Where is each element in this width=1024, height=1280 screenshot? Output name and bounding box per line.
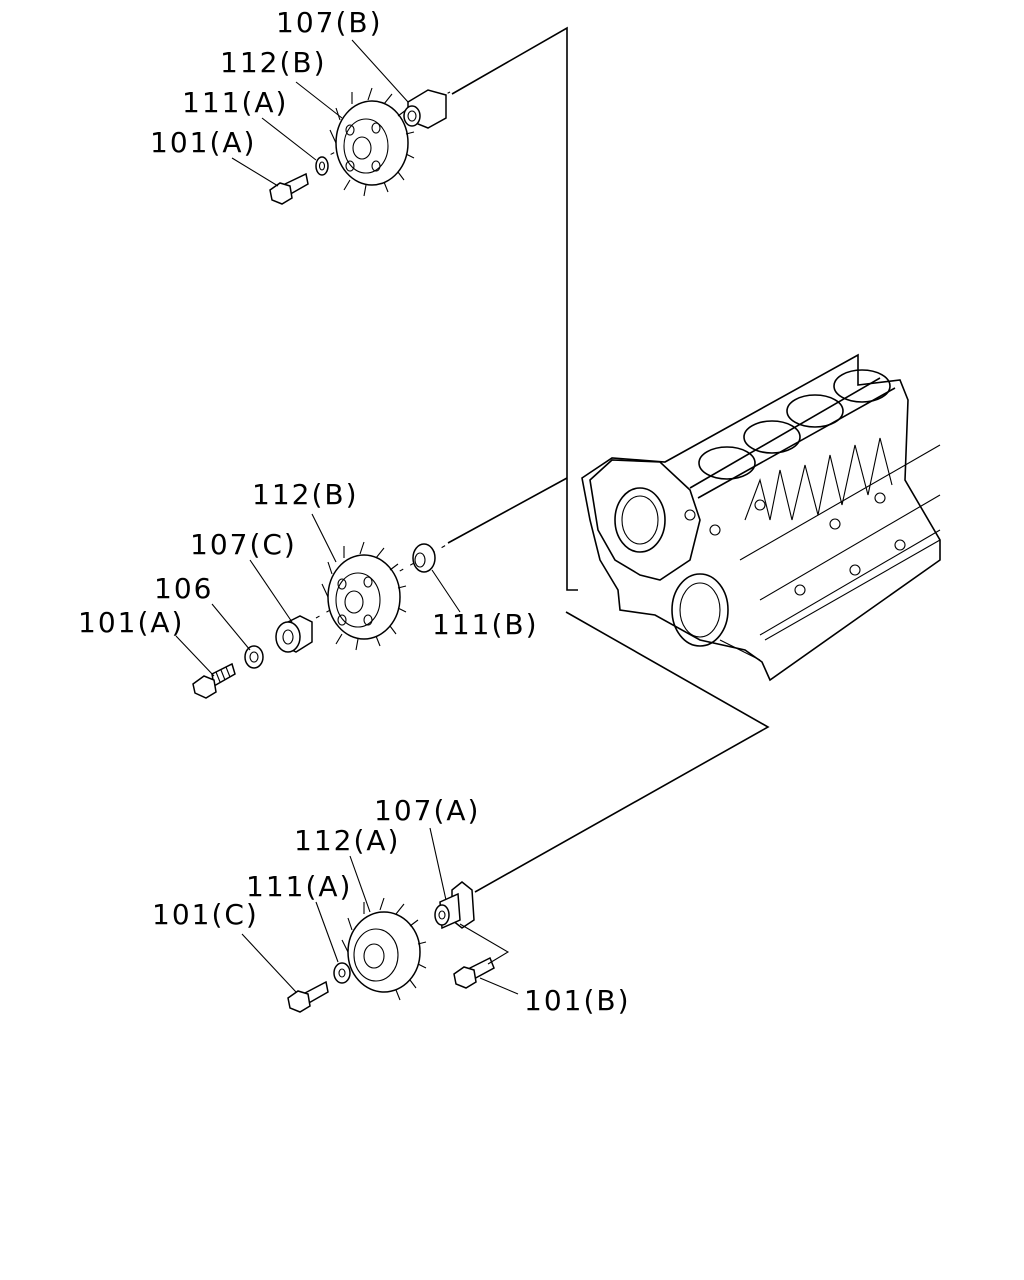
bolt-101a-top — [269, 172, 309, 205]
label-111a-top: 111(A) — [182, 86, 288, 119]
label-111b: 111(B) — [432, 608, 539, 641]
label-101a-mid: 101(A) — [78, 606, 184, 639]
top-gear-assembly — [231, 39, 447, 205]
washer-111b — [412, 543, 436, 573]
washer-111a-bot — [333, 962, 351, 984]
washer-106 — [244, 645, 264, 669]
bottom-gear-assembly — [241, 827, 519, 1013]
washer-111a-top — [315, 156, 329, 176]
label-101c: 101(C) — [152, 898, 259, 931]
gear-112b-top — [329, 87, 415, 197]
label-101b: 101(B) — [524, 984, 631, 1017]
middle-gear-assembly — [175, 513, 461, 699]
bolt-101a-mid — [192, 662, 236, 699]
label-106: 106 — [154, 572, 213, 605]
label-112b-mid: 112(B) — [252, 478, 359, 511]
bolt-101b — [453, 956, 495, 989]
label-112b-top: 112(B) — [220, 46, 327, 79]
bush-107b — [403, 89, 447, 129]
part-labels: 107(B) 112(B) 111(A) 101(A) 112(B) 107(C… — [78, 6, 631, 1017]
label-107b: 107(B) — [276, 6, 383, 39]
gear-112b-mid — [321, 541, 407, 651]
shaft-107a — [434, 881, 475, 930]
bolt-101c — [287, 980, 329, 1013]
label-112a: 112(A) — [294, 824, 400, 857]
bush-107c — [275, 615, 313, 653]
label-107c: 107(C) — [190, 528, 297, 561]
engine-block-drawing — [581, 353, 941, 682]
label-107a: 107(A) — [374, 794, 480, 827]
label-111a-bot: 111(A) — [246, 870, 352, 903]
label-101a-top: 101(A) — [150, 126, 256, 159]
gear-112a — [341, 897, 427, 1001]
